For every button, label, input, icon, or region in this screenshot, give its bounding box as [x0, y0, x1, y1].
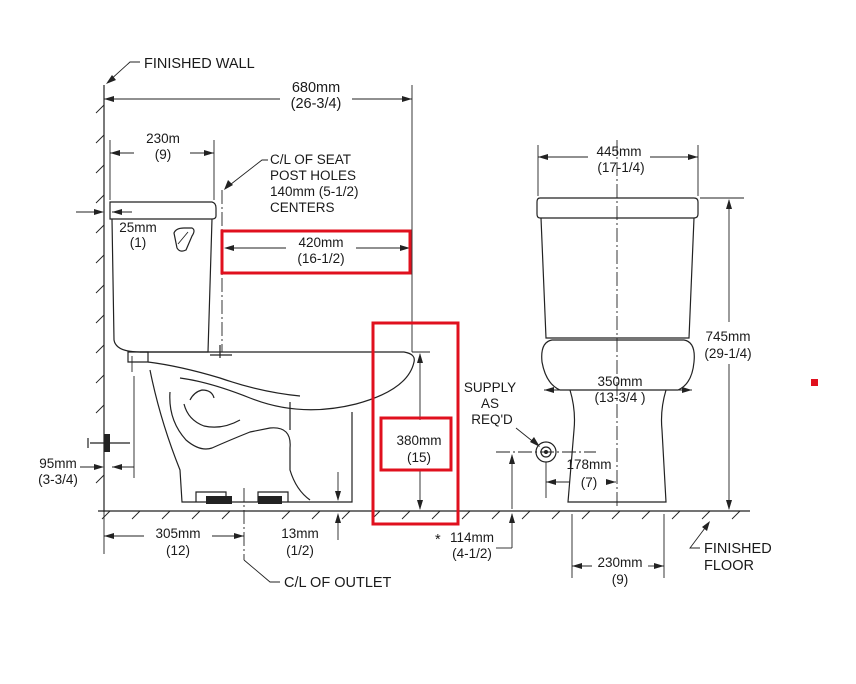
- seat-cl-line3: 140mm (5-1/2): [270, 184, 359, 199]
- finished-floor-callout: FINISHED FLOOR: [689, 521, 772, 574]
- dim-total-height: 745mm (29-1/4): [700, 197, 752, 510]
- seat-cl-line4: CENTERS: [270, 200, 335, 215]
- front-width-in-label: (17-1/4): [597, 160, 644, 175]
- tank-depth-mm-label: 230m: [146, 131, 180, 146]
- side-view-toilet: [109, 201, 415, 504]
- seat-cl-line1: C/L OF SEAT: [270, 152, 351, 167]
- outlet-centerline: C/L OF OUTLET: [243, 488, 392, 591]
- highlight-box-outer: [371, 321, 460, 526]
- finished-floor-label-line2: FLOOR: [704, 558, 754, 574]
- dim-bowl-height: 380mm (15): [396, 351, 442, 510]
- supply-label-line2: AS: [481, 396, 499, 411]
- dim-outlet-height: 13mm (1/2): [281, 472, 341, 558]
- lever-in-label: (1): [130, 235, 147, 250]
- supply-valve-side: [87, 434, 130, 452]
- dim-supply-offset: 95mm (3-3/4): [38, 376, 135, 487]
- front-view-toilet: [536, 140, 699, 508]
- dim-supply-height: * 114mm (4-1/2): [435, 454, 515, 561]
- total-height-in-label: (29-1/4): [704, 346, 751, 361]
- supply-offset-mm-label: 95mm: [39, 456, 77, 471]
- total-height-mm-label: 745mm: [705, 329, 750, 344]
- supply-height-mm-label: 114mm: [450, 530, 494, 545]
- outlet-cl-label: C/L OF OUTLET: [284, 575, 392, 591]
- dim-base-width: 230mm (9): [571, 514, 665, 587]
- dim-seat-hole-to-front: 420mm (16-1/2): [224, 235, 410, 266]
- red-marker: [811, 379, 818, 386]
- finished-floor-label-line1: FINISHED: [704, 541, 772, 557]
- rough-in-in-label: (12): [166, 543, 190, 558]
- seat-cl-line2: POST HOLES: [270, 168, 356, 183]
- dim-overall-width: 680mm (26-3/4): [104, 80, 413, 352]
- rough-in-mm-label: 305mm: [155, 526, 200, 541]
- bowl-height-in-label: (15): [407, 450, 431, 465]
- dim-supply-side: 178mm (7): [545, 457, 616, 498]
- finished-wall: [95, 85, 105, 512]
- dim-rough-in: 305mm (12): [103, 512, 244, 558]
- seat-hole-in-label: (16-1/2): [297, 251, 344, 266]
- supply-side-mm-label: 178mm: [566, 457, 611, 472]
- supply-callout: SUPPLY AS REQ'D: [464, 380, 596, 463]
- supply-offset-in-label: (3-3/4): [38, 472, 78, 487]
- finished-wall-label: FINISHED WALL: [144, 56, 255, 72]
- supply-height-star: *: [435, 532, 441, 548]
- supply-label-line3: REQ'D: [471, 412, 513, 427]
- width-in-label: (26-3/4): [291, 96, 342, 112]
- highlight-box-seat-hole: [220, 229, 412, 275]
- front-width-mm-label: 445mm: [596, 144, 641, 159]
- supply-side-in-label: (7): [581, 475, 598, 490]
- highlight-box-bowl-height: [379, 416, 453, 472]
- base-width-mm-label: 230mm: [597, 555, 642, 570]
- seat-post-callout: C/L OF SEAT POST HOLES 140mm (5-1/2) CEN…: [221, 152, 359, 352]
- dim-tank-depth: 230m (9): [109, 131, 215, 200]
- outlet-height-mm-label: 13mm: [281, 526, 319, 541]
- finished-wall-callout: FINISHED WALL: [106, 56, 255, 84]
- lever-mm-label: 25mm: [119, 220, 157, 235]
- outlet-height-in-label: (1/2): [286, 543, 314, 558]
- bowl-height-mm-label: 380mm: [396, 433, 441, 448]
- dim-lever: 25mm (1): [76, 209, 157, 250]
- tank-depth-in-label: (9): [155, 147, 172, 162]
- supply-label-line1: SUPPLY: [464, 380, 516, 395]
- finished-floor: [98, 510, 750, 520]
- supply-height-in-label: (4-1/2): [452, 546, 492, 561]
- dim-bowl-width: 350mm (13-3/4 ): [544, 374, 692, 405]
- base-width-in-label: (9): [612, 572, 629, 587]
- seat-hole-mm-label: 420mm: [298, 235, 343, 250]
- bowl-width-mm-label: 350mm: [597, 374, 642, 389]
- bowl-width-in-label: (13-3/4 ): [594, 390, 645, 405]
- dim-front-width: 445mm (17-1/4): [537, 144, 699, 196]
- width-mm-label: 680mm: [292, 80, 340, 96]
